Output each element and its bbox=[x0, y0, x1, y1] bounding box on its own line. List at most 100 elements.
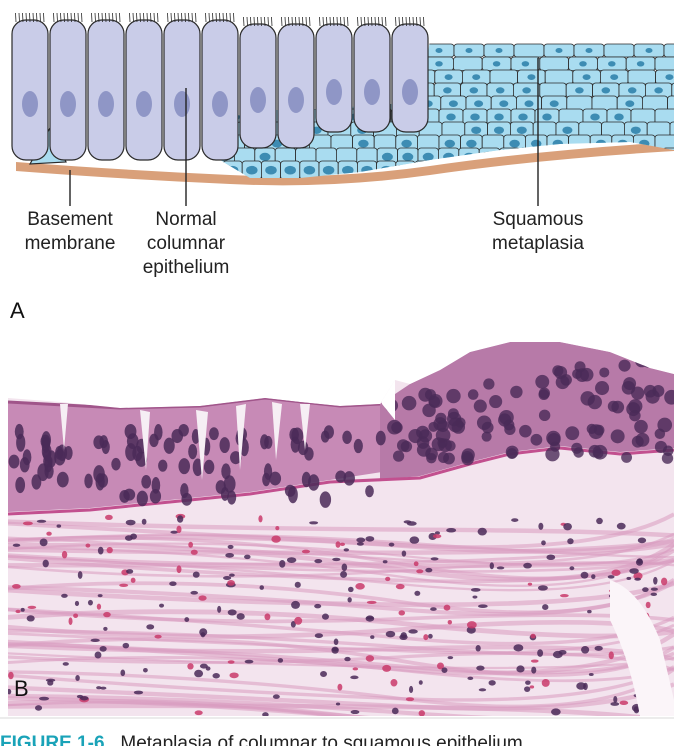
squamous-nucleus bbox=[322, 165, 335, 175]
micro-columnar-nucleus bbox=[97, 473, 109, 488]
label-normal-columnar-epithelium: Normal columnar epithelium bbox=[128, 208, 244, 280]
cilium bbox=[70, 12, 72, 23]
stromal-nucleus bbox=[87, 599, 93, 606]
red-blood-cell bbox=[188, 541, 194, 548]
columnar-nucleus bbox=[60, 91, 76, 117]
stromal-nucleus bbox=[613, 695, 618, 703]
cilium bbox=[385, 16, 387, 27]
squamous-nucleus bbox=[614, 113, 624, 121]
tissue-gap bbox=[610, 580, 674, 716]
micro-squamous-nucleus bbox=[628, 399, 643, 414]
stromal-nucleus bbox=[94, 651, 102, 659]
red-blood-cell bbox=[436, 662, 445, 670]
stromal-nucleus bbox=[478, 604, 488, 609]
stromal-nucleus bbox=[244, 659, 254, 664]
micro-squamous-nucleus bbox=[530, 433, 543, 446]
columnar-cell bbox=[49, 19, 87, 161]
squamous-cell bbox=[606, 160, 627, 178]
micro-squamous-nucleus bbox=[424, 389, 437, 401]
squamous-cell bbox=[568, 160, 589, 178]
stromal-nucleus bbox=[365, 536, 375, 542]
squamous-nucleus bbox=[590, 113, 600, 121]
micro-squamous-nucleus bbox=[519, 424, 532, 438]
red-blood-cell bbox=[385, 576, 391, 582]
squamous-nucleus bbox=[401, 139, 412, 148]
stromal-nucleus bbox=[56, 524, 62, 528]
stromal-nucleus bbox=[184, 617, 190, 623]
micro-squamous-nucleus bbox=[392, 450, 405, 462]
red-blood-cell bbox=[619, 700, 629, 705]
stromal-nucleus bbox=[347, 597, 352, 603]
stromal-nucleus bbox=[430, 557, 439, 561]
cilium bbox=[177, 12, 179, 23]
stromal-nucleus bbox=[563, 522, 572, 531]
micro-squamous-nucleus bbox=[535, 374, 550, 389]
stromal-nucleus bbox=[34, 705, 43, 711]
stromal-nucleus bbox=[591, 574, 596, 580]
stromal-nucleus bbox=[642, 587, 649, 593]
red-blood-cell bbox=[154, 634, 162, 639]
stromal-nucleus bbox=[650, 592, 658, 596]
squamous-nucleus bbox=[495, 87, 505, 94]
cilium bbox=[412, 16, 414, 27]
micro-columnar-nucleus bbox=[319, 491, 332, 508]
cilium bbox=[336, 16, 338, 27]
red-blood-cell bbox=[198, 595, 207, 601]
stromal-nucleus bbox=[537, 649, 544, 657]
red-blood-cell bbox=[190, 549, 198, 555]
micro-columnar-nucleus bbox=[178, 458, 191, 475]
micro-squamous-nucleus bbox=[510, 385, 523, 399]
squamous-nucleus bbox=[381, 152, 393, 161]
squamous-nucleus bbox=[579, 61, 587, 67]
red-blood-cell bbox=[227, 580, 235, 586]
cilium bbox=[43, 12, 45, 23]
squamous-nucleus bbox=[469, 87, 479, 94]
micro-squamous-nucleus bbox=[506, 448, 518, 459]
micro-squamous-nucleus bbox=[643, 384, 657, 398]
stromal-nucleus bbox=[425, 567, 433, 573]
label-basement-line-1: Basement bbox=[27, 209, 113, 230]
cilium bbox=[15, 12, 17, 23]
red-blood-cell bbox=[176, 565, 182, 574]
squamous-nucleus bbox=[495, 165, 508, 175]
stromal-nucleus bbox=[636, 558, 643, 564]
stromal-nucleus bbox=[335, 702, 341, 706]
squamous-nucleus bbox=[494, 126, 504, 134]
micro-columnar-nucleus bbox=[180, 483, 189, 499]
cilium bbox=[319, 16, 321, 27]
red-blood-cell bbox=[335, 541, 341, 548]
basement-membrane-band bbox=[16, 142, 674, 186]
micro-columnar-nucleus bbox=[15, 476, 26, 494]
stroma-fiber bbox=[8, 543, 674, 566]
squamous-cell bbox=[669, 121, 674, 140]
red-blood-cell bbox=[645, 601, 651, 609]
cilium bbox=[398, 16, 400, 27]
red-blood-cell bbox=[301, 549, 311, 554]
stromal-nucleus bbox=[169, 581, 177, 587]
micro-columnar-nucleus bbox=[158, 459, 168, 472]
stromal-nucleus bbox=[332, 557, 341, 562]
label-columnar-line-1: Normal bbox=[155, 209, 217, 230]
micro-columnar-nucleus bbox=[375, 430, 386, 446]
stromal-nucleus bbox=[350, 675, 359, 680]
stromal-nucleus bbox=[122, 642, 130, 649]
cilium bbox=[284, 16, 286, 27]
micro-columnar-nucleus bbox=[149, 433, 159, 448]
squamous-nucleus bbox=[562, 126, 573, 134]
cilium bbox=[374, 16, 376, 27]
stromal-nucleus bbox=[488, 680, 496, 686]
stroma-fiber bbox=[8, 693, 674, 716]
stromal-nucleus bbox=[626, 576, 632, 580]
micro-squamous-nucleus bbox=[654, 440, 668, 454]
red-blood-cell bbox=[227, 660, 235, 664]
red-blood-cell bbox=[294, 616, 303, 625]
micro-squamous-nucleus bbox=[657, 417, 673, 433]
cilium bbox=[153, 12, 155, 23]
stromal-nucleus bbox=[477, 527, 487, 536]
micro-columnar-nucleus bbox=[342, 430, 352, 445]
cilium bbox=[22, 12, 24, 23]
micro-columnar-nucleus bbox=[320, 430, 330, 443]
red-blood-cell bbox=[339, 542, 346, 546]
cilium bbox=[291, 16, 293, 27]
micro-columnar-nucleus bbox=[178, 423, 189, 437]
